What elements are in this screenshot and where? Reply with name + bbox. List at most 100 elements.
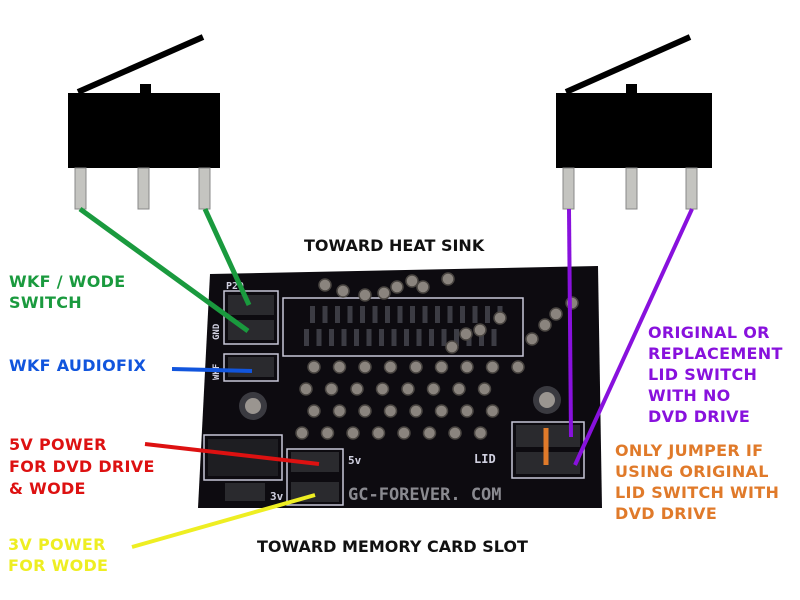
solder-pad xyxy=(358,360,372,374)
solder-pad xyxy=(307,404,321,418)
label-lid-switch: ORIGINAL OR REPLACEMENT LID SWITCH WITH … xyxy=(648,323,783,426)
connector-pin xyxy=(441,329,447,346)
connector-pin xyxy=(460,306,465,323)
solder-pad xyxy=(295,426,309,440)
solder-pad xyxy=(511,360,525,374)
connector-pin xyxy=(341,329,347,346)
solder-pad xyxy=(375,382,390,396)
wkf-audiofix-pad xyxy=(228,357,274,377)
solder-pad xyxy=(350,382,364,396)
connector-pin xyxy=(485,306,490,323)
left-switch-pin-2 xyxy=(137,167,150,210)
connector-pin xyxy=(379,329,384,346)
connector-pin xyxy=(410,306,415,323)
purple-wire-1 xyxy=(567,208,573,438)
solder-pad xyxy=(332,404,347,418)
right-switch-pin-2 xyxy=(625,167,638,210)
bottom-left-pad-outline xyxy=(203,434,283,481)
label-3v-power: 3V POWER FOR WODE xyxy=(8,535,109,575)
heading-toward-heat-sink: TOWARD HEAT SINK xyxy=(304,236,485,255)
left-switch-pin-3 xyxy=(198,167,211,210)
solder-pad xyxy=(460,360,474,374)
solder-pad xyxy=(445,340,459,354)
silk-site: GC-FOREVER. COM xyxy=(348,485,502,505)
solder-pad xyxy=(409,360,423,374)
connector-pin xyxy=(429,329,434,346)
left-switch-plunger xyxy=(140,84,151,94)
connector-pin xyxy=(472,306,478,323)
solder-pad xyxy=(473,323,487,337)
connector-pin xyxy=(372,306,378,323)
yellow-wire xyxy=(131,493,316,549)
silk-3v: 3v xyxy=(270,490,284,503)
green-wire-2 xyxy=(202,207,252,307)
right-switch-pin-1 xyxy=(562,167,575,210)
blue-wire xyxy=(171,367,253,373)
connector-pin xyxy=(329,329,334,346)
solder-pad xyxy=(473,426,488,440)
solder-pad xyxy=(525,332,539,346)
solder-pad xyxy=(434,360,449,374)
solder-pad xyxy=(441,272,455,286)
silk-5v: 5v xyxy=(348,454,362,467)
right-switch-lever xyxy=(564,34,692,95)
connector-pin xyxy=(479,329,484,346)
left-switch-body xyxy=(68,93,220,168)
silk-gnd: GND xyxy=(212,323,222,340)
solder-pad xyxy=(409,404,423,418)
connector-pin xyxy=(366,329,372,346)
solder-pad xyxy=(336,284,350,298)
connector-pin xyxy=(397,306,403,323)
connector-pin xyxy=(316,329,322,346)
solder-pad xyxy=(401,382,415,396)
solder-pad xyxy=(405,274,419,288)
solder-dots xyxy=(295,272,579,440)
wkf-switch-pad-outline xyxy=(223,290,279,345)
connector-pin xyxy=(491,329,497,346)
solder-pad xyxy=(434,404,449,418)
solder-pad xyxy=(416,280,430,294)
left-switch-pin-1 xyxy=(74,167,87,210)
label-wkf-wode-switch: WKF / WODE SWITCH xyxy=(9,272,126,312)
connector-pin xyxy=(422,306,428,323)
pcb-board: P29 GND WKF 5v 3v LID GC-FOREVER. COM xyxy=(198,266,602,508)
connector-pin xyxy=(454,329,459,346)
solder-pad xyxy=(485,360,500,374)
connector-pins xyxy=(304,306,503,346)
solder-pad xyxy=(299,382,313,396)
solder-pad xyxy=(324,382,339,396)
solder-pad xyxy=(477,382,492,396)
connector-pin xyxy=(310,306,315,323)
right-switch-pin-3 xyxy=(685,167,698,210)
connector-pin xyxy=(354,329,359,346)
connector-pin xyxy=(304,329,309,346)
solder-pad xyxy=(383,360,398,374)
connector-pin xyxy=(416,329,422,346)
solder-pad xyxy=(383,404,398,418)
connector-pin xyxy=(322,306,328,323)
wkf-audiofix-pad-outline xyxy=(223,353,279,382)
solder-pad xyxy=(307,360,321,374)
mount-hole-right-inner xyxy=(539,392,555,408)
solder-pad xyxy=(538,318,552,332)
left-switch-lever xyxy=(76,34,205,95)
left-micro-switch xyxy=(68,34,220,210)
solder-pad xyxy=(493,311,507,325)
solder-pad xyxy=(460,404,474,418)
label-5v-power: 5V POWER FOR DVD DRIVE & WODE xyxy=(9,435,155,498)
solder-pad xyxy=(397,426,411,440)
right-switch-body xyxy=(556,93,712,168)
mount-hole-left-inner xyxy=(245,398,261,414)
solder-pad xyxy=(459,327,473,341)
solder-pad xyxy=(452,382,466,396)
connector-pin xyxy=(435,306,440,323)
power-pad-outline xyxy=(286,448,344,506)
solder-pad xyxy=(320,426,335,440)
connector-pin xyxy=(404,329,409,346)
solder-pad xyxy=(332,360,347,374)
solder-pad xyxy=(377,286,391,300)
connector-outline xyxy=(282,297,524,357)
label-jumper-note: ONLY JUMPER IF USING ORIGINAL LID SWITCH… xyxy=(615,441,780,523)
connector-pin xyxy=(447,306,453,323)
green-wire-1 xyxy=(78,206,250,334)
